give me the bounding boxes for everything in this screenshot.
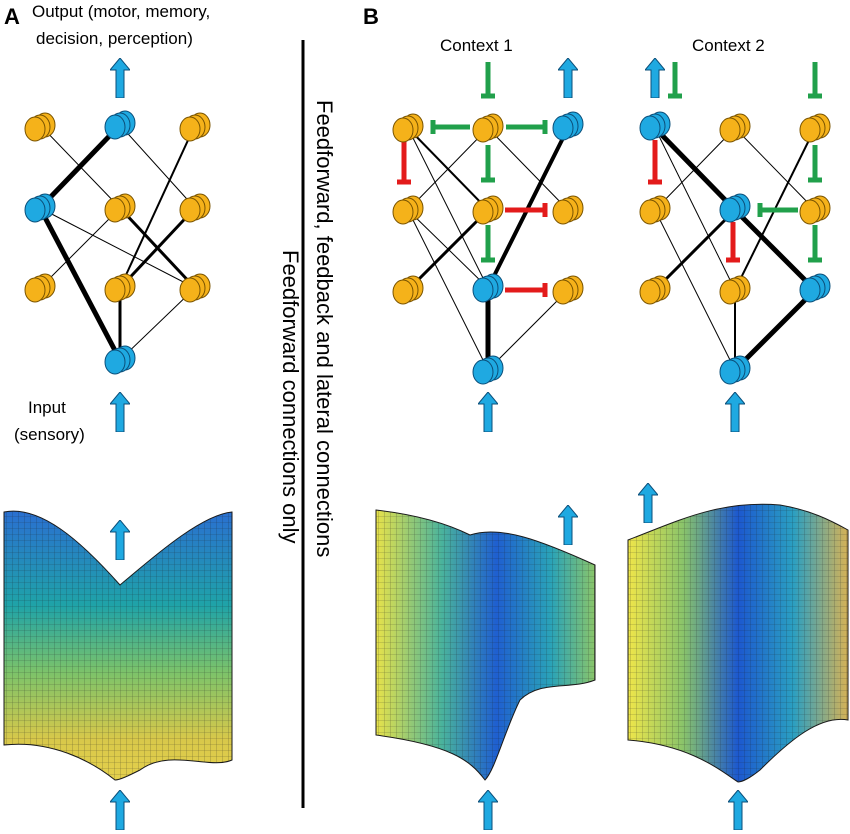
context2-label: Context 2: [692, 36, 765, 55]
node-c1-mid-mid: [472, 195, 504, 225]
lateral-feedback-c1: [397, 62, 548, 297]
node-c2-top-mid: [719, 113, 751, 143]
node-c2-mid-left: [639, 195, 671, 225]
landscape-c2: [627, 483, 849, 830]
node-c1-low-left: [392, 275, 424, 305]
node-a-top-left: [24, 112, 56, 142]
node-a-mid-mid: [104, 193, 136, 223]
node-c2-top-left: [639, 111, 671, 141]
node-c1-top-left: [392, 113, 424, 143]
node-c1-low-right: [552, 275, 584, 305]
input-arrow-c1: [478, 392, 498, 432]
node-c1-low-mid: [472, 273, 504, 303]
landscape-a-top-arrow: [110, 520, 130, 560]
network-context1: [392, 58, 584, 432]
input-arrow-c2: [725, 392, 745, 432]
node-a-mid-right: [179, 193, 211, 223]
input-label-2: (sensory): [14, 425, 85, 444]
node-c2-low-right: [799, 273, 831, 303]
landscape-a: [3, 510, 233, 830]
landscape-c2-bottom-arrow: [728, 790, 748, 830]
node-a-mid-left: [24, 193, 56, 223]
node-c2-low-mid: [719, 275, 751, 305]
node-c2-mid-mid: [719, 193, 751, 223]
node-c2-mid-right: [799, 195, 831, 225]
landscape-c2-top-arrow: [638, 483, 658, 523]
landscape-a-bottom-arrow: [110, 790, 130, 830]
output-arrow-c1: [558, 58, 578, 98]
node-a-top-right: [179, 112, 211, 142]
node-a-low-left: [24, 273, 56, 303]
lateral-feedback-c2: [648, 62, 822, 263]
panel-b-letter: B: [363, 4, 379, 29]
output-label-2: decision, perception): [36, 29, 193, 48]
node-a-input: [104, 345, 136, 375]
node-a-top-mid: [104, 110, 136, 140]
feedback-caption: Feedforward, feedback and lateral connec…: [312, 100, 337, 557]
output-label: Output (motor, memory,: [32, 2, 210, 21]
node-a-low-right: [179, 273, 211, 303]
node-c2-low-left: [639, 275, 671, 305]
network-context2: [639, 58, 831, 432]
node-c1-top-right: [552, 111, 584, 141]
node-c1-mid-left: [392, 195, 424, 225]
output-arrow-c2: [645, 58, 665, 98]
landscape-c1-top-arrow: [558, 505, 578, 545]
context1-label: Context 1: [440, 36, 513, 55]
node-c2-input: [719, 355, 751, 385]
node-c1-input: [472, 355, 504, 385]
network-a: [24, 58, 211, 432]
feedforward-caption: Feedforward connections only: [278, 250, 303, 544]
input-label: Input: [28, 398, 66, 417]
landscape-c1: [375, 505, 596, 830]
node-a-low-mid: [104, 273, 136, 303]
input-arrow-a: [110, 392, 130, 432]
node-c2-top-right: [799, 113, 831, 143]
landscape-c1-bottom-arrow: [478, 790, 498, 830]
output-arrow-a: [110, 58, 130, 98]
node-c1-mid-right: [552, 195, 584, 225]
node-c1-top-mid: [472, 113, 504, 143]
panel-a-letter: A: [4, 4, 20, 29]
